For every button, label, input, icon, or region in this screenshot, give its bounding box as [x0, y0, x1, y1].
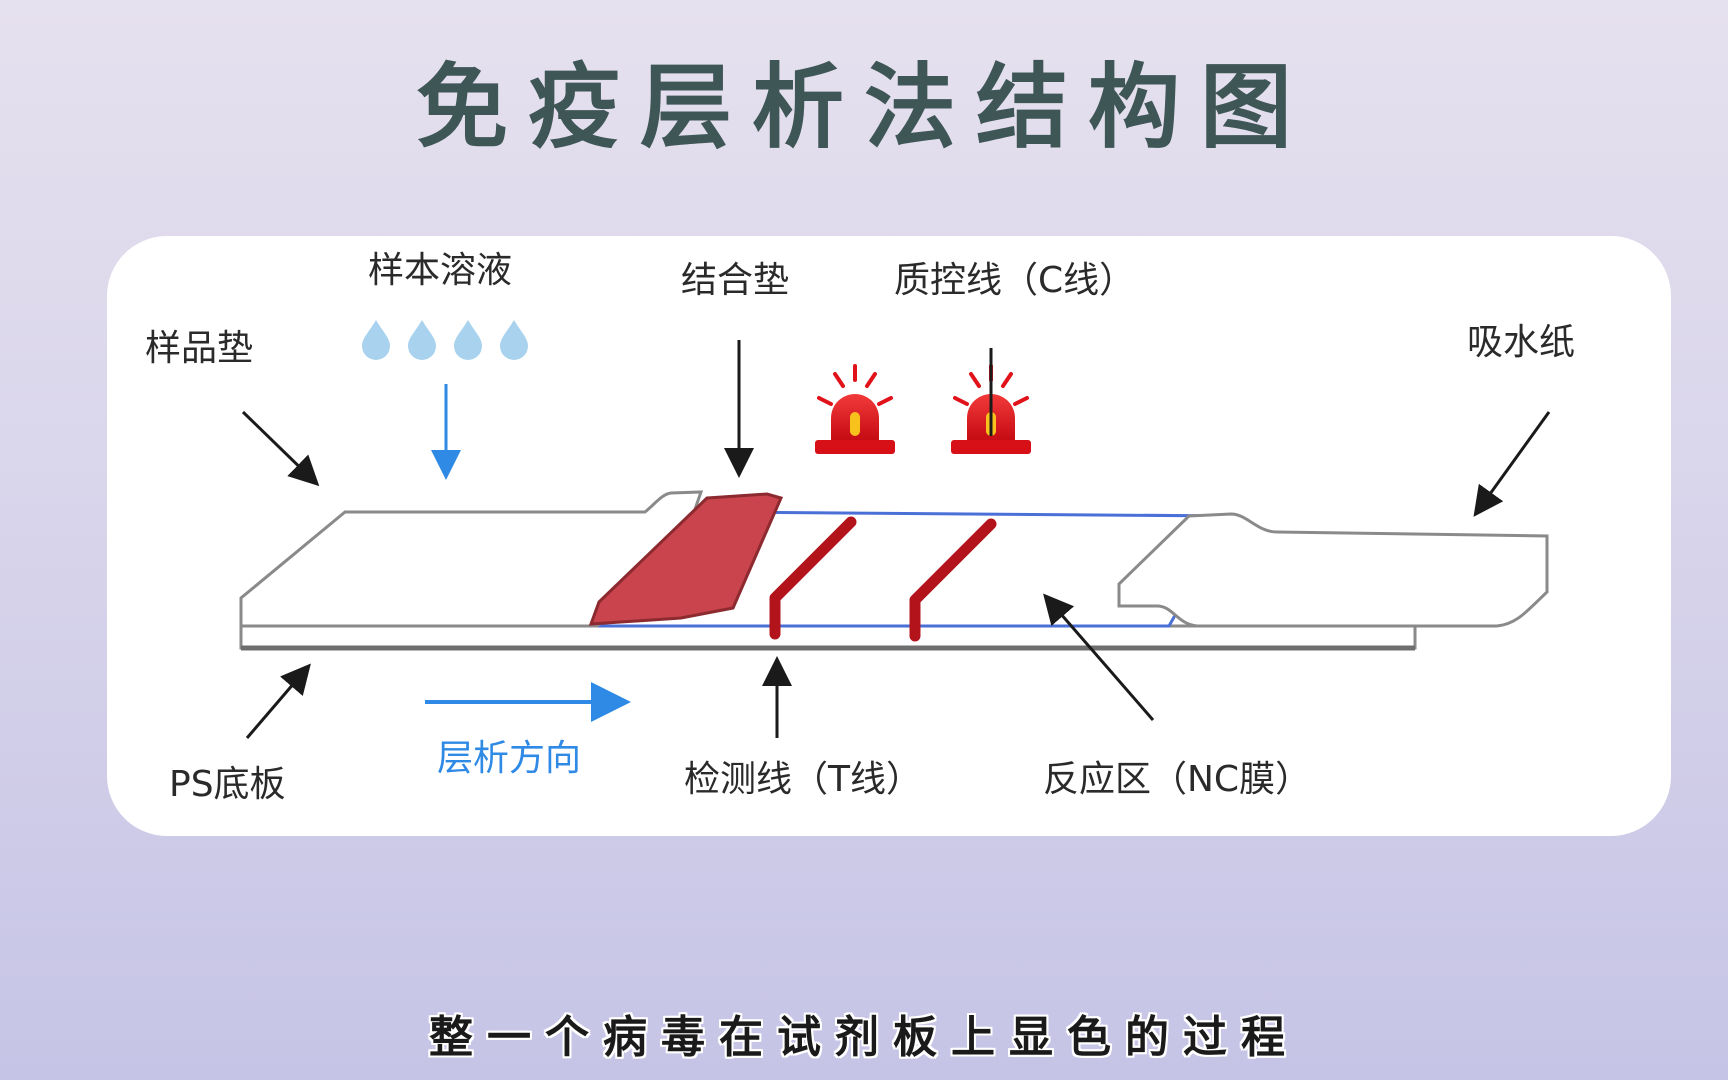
conjugate-pad [588, 492, 784, 626]
label-absorbent-paper: 吸水纸 [1467, 322, 1575, 363]
arrow-absorbent-paper [1473, 411, 1551, 517]
water-drop-icon [454, 320, 482, 360]
ps-base-plate [239, 624, 1417, 650]
immunochromatography-diagram: 样本溶液 样品垫 结合垫 质控线（C线） 吸水纸 PS底板 层析方向 检测线（T… [145, 250, 1575, 805]
water-drop-icon [362, 320, 390, 360]
water-drops [362, 320, 528, 360]
diagram-card: 样本溶液 样品垫 结合垫 质控线（C线） 吸水纸 PS底板 层析方向 检测线（T… [107, 236, 1671, 836]
alarm-light-icon [815, 364, 895, 454]
arrow-sample-pad [241, 410, 320, 487]
arrow-reaction-zone [1043, 593, 1155, 721]
water-drop-icon [500, 320, 528, 360]
label-reaction-zone: 反应区（NC膜） [1043, 759, 1311, 800]
label-ps-base: PS底板 [169, 764, 286, 805]
test-strip [239, 490, 1549, 651]
test-line [769, 516, 857, 640]
subtitle: 整一个病毒在试剂板上显色的过程 [429, 1012, 1299, 1063]
label-flow-direction: 层析方向 [437, 738, 581, 779]
label-control-line: 质控线（C线） [894, 260, 1135, 301]
control-line [909, 518, 997, 642]
arrow-ps-base [245, 663, 311, 739]
label-sample-pad: 样品垫 [145, 328, 253, 369]
water-drop-icon [408, 320, 436, 360]
absorbent-paper [1117, 512, 1549, 628]
label-test-line: 检测线（T线） [684, 759, 922, 800]
page-title: 免疫层析法结构图 [415, 54, 1312, 161]
label-conjugate-pad: 结合垫 [681, 260, 789, 301]
label-sample-solution: 样本溶液 [368, 250, 512, 291]
